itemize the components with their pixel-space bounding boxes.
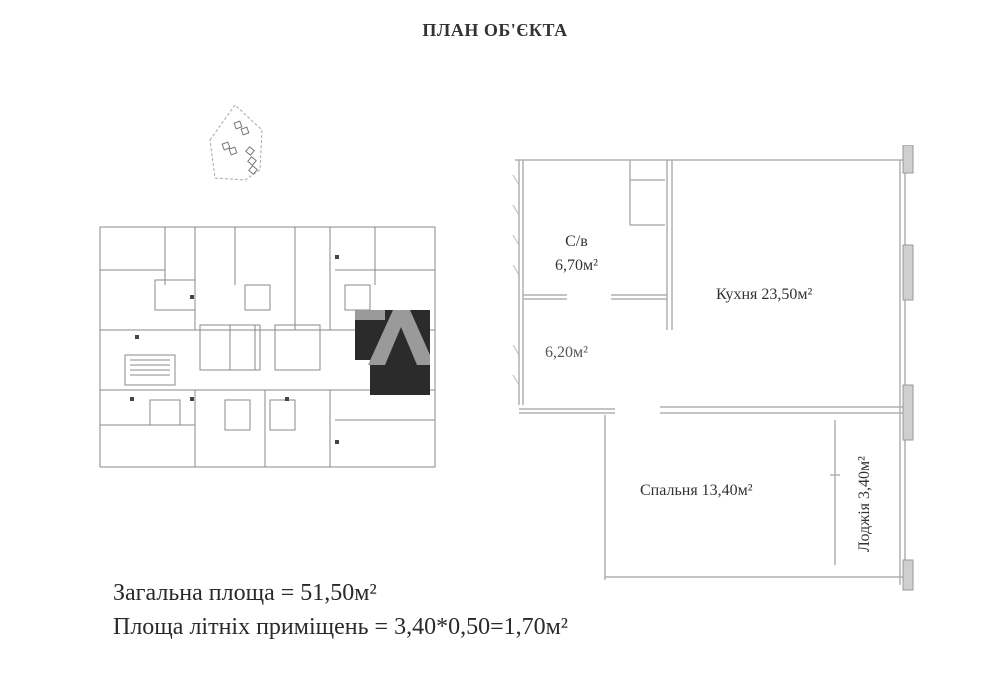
total-area-line: Загальна площа = 51,50м²: [113, 580, 377, 606]
logo-overlay: [368, 310, 430, 365]
building-floor-plan: [99, 226, 436, 468]
room-bathroom-area: 6,70м²: [555, 257, 598, 274]
room-bedroom-label: Спальня 13,40м²: [640, 482, 753, 499]
summer-area-line: Площа літніх приміщень = 3,40*0,50=1,70м…: [113, 614, 569, 640]
apartment-plan: [512, 145, 914, 591]
document-title: ПЛАН ОБ'ЄКТА: [422, 20, 568, 40]
area-summary: Загальна площа = 51,50м² Площа літніх пр…: [113, 576, 568, 644]
room-kitchen-label: Кухня 23,50м²: [716, 286, 813, 303]
room-bathroom-label: С/в 6,70м²: [555, 230, 598, 278]
site-plan-icon: [209, 104, 263, 181]
room-bathroom-name: С/в: [565, 233, 588, 250]
room-hallway-area: 6,20м²: [545, 344, 588, 361]
room-loggia-label: Лоджія 3,40м²: [856, 456, 873, 552]
